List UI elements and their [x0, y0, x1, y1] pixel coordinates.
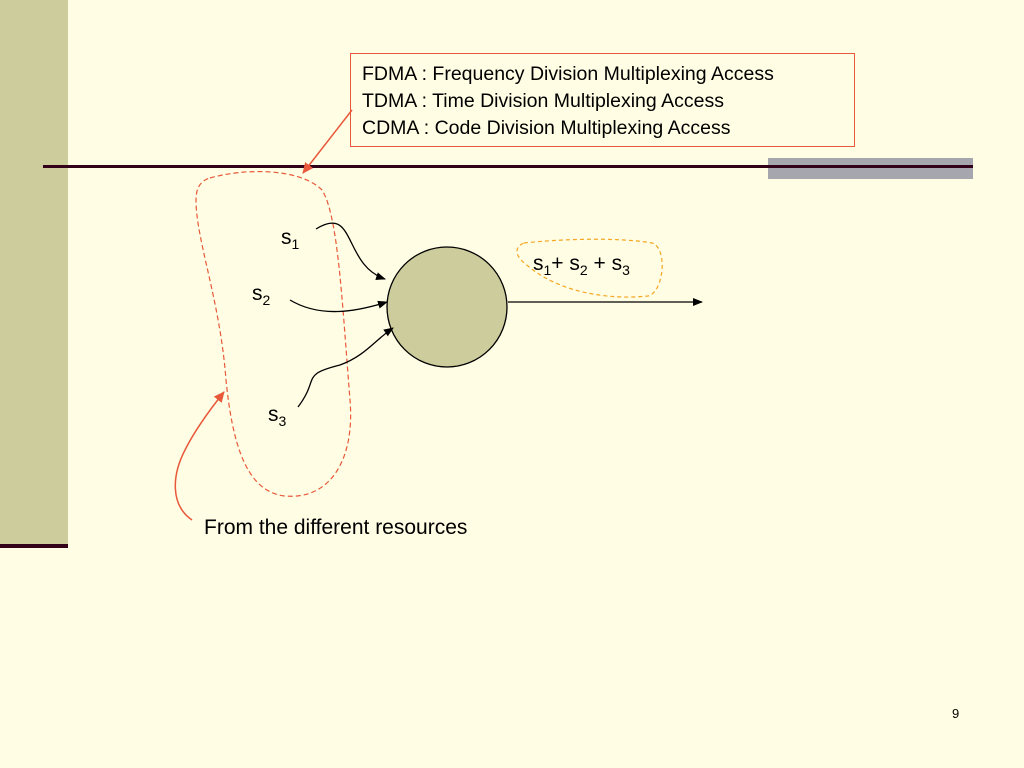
- signal-s2-arrow: [289, 299, 388, 313]
- caption-callout-arrow: [174, 391, 225, 521]
- legend-line-fdma: FDMA : Frequency Division Multiplexing A…: [362, 63, 774, 85]
- signal-label-s3: s3: [268, 403, 287, 429]
- page-number: 9: [952, 706, 960, 721]
- sources-dashed-region: [195, 170, 352, 497]
- output-dashed-region: [516, 238, 663, 298]
- decorative-grey-band-top: [768, 158, 973, 165]
- sources-caption: From the different resources: [204, 516, 468, 539]
- acronym-legend-box: FDMA : Frequency Division Multiplexing A…: [350, 53, 855, 147]
- signal-label-s2: s2: [252, 282, 271, 308]
- left-decorative-bar: [0, 0, 68, 545]
- signal-s3-arrow: [297, 327, 394, 408]
- legend-line-tdma: TDMA : Time Division Multiplexing Access: [362, 90, 724, 112]
- top-divider-rule: [43, 165, 973, 168]
- output-sum-label: s1+ s2 + s3: [533, 252, 630, 278]
- decorative-grey-band-bottom: [768, 168, 973, 179]
- legend-line-cdma: CDMA : Code Division Multiplexing Access: [362, 117, 731, 139]
- summing-node: [386, 246, 508, 368]
- legend-callout-arrow: [302, 109, 353, 174]
- signal-s1-arrow: [315, 222, 386, 280]
- left-bar-underline: [0, 544, 68, 548]
- signal-label-s1: s1: [281, 226, 300, 252]
